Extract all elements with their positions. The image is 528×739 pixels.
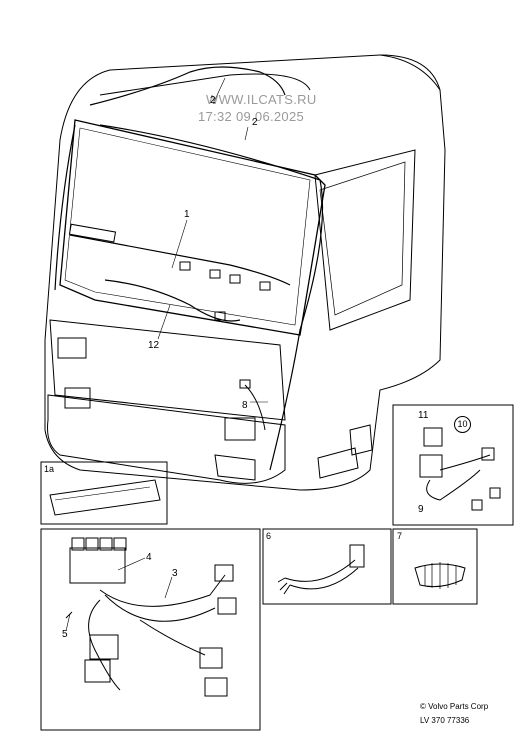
drawing-code: LV 370 77336 — [420, 716, 470, 725]
panel-relay-kit — [392, 404, 514, 526]
panel-1a — [40, 461, 168, 525]
panel-7 — [392, 528, 478, 605]
callout-8: 8 — [242, 400, 248, 411]
callout-12: 12 — [148, 340, 160, 351]
copyright-text: © Volvo Parts Corp — [420, 702, 489, 711]
callout-10: 10 — [454, 416, 471, 433]
watermark-line-1: WWW.ILCATS.RU — [206, 92, 317, 107]
panel-label-7: 7 — [397, 531, 403, 541]
panel-6 — [262, 528, 392, 605]
callout-2-top: 2 — [210, 95, 216, 106]
panel-label-6: 6 — [266, 531, 272, 541]
grommet-drawing — [414, 562, 466, 589]
callout-5: 5 — [62, 629, 68, 640]
relay-kit-drawing — [419, 427, 501, 511]
callout-9: 9 — [418, 504, 424, 515]
relay-strip-drawing — [49, 479, 161, 516]
callout-4: 4 — [146, 552, 152, 563]
panel-label-1a: 1a — [44, 464, 55, 474]
callout-3: 3 — [172, 568, 178, 579]
conduit-drawing — [277, 544, 365, 595]
watermark-line-2: 17:32 09.06.2025 — [198, 109, 305, 124]
truck-cab-drawing — [44, 54, 446, 491]
callout-1: 1 — [184, 209, 190, 220]
panel-harness — [40, 528, 261, 731]
callout-11: 11 — [418, 410, 429, 421]
harness-drawing — [65, 537, 237, 697]
callout-leaders — [65, 77, 268, 632]
callout-2-windshield: 2 — [252, 117, 258, 128]
